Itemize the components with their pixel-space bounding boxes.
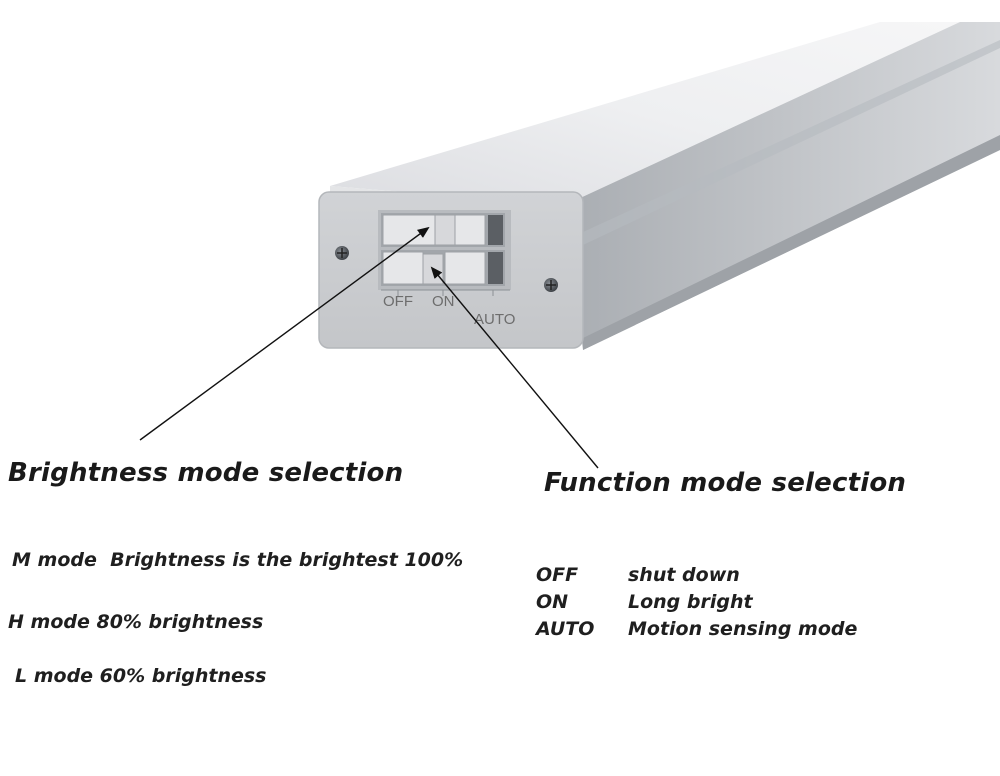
brightness-mode-l: L mode 60% brightness — [15, 665, 267, 687]
function-desc-on: Long bright — [628, 591, 753, 613]
screw-left-icon — [335, 246, 349, 260]
function-title: Function mode selection — [544, 468, 907, 498]
brightness-pointer-arrow — [139, 226, 430, 441]
switch-scale — [381, 289, 510, 296]
function-mode-on: ON Long bright — [536, 591, 753, 613]
function-switch[interactable] — [381, 213, 505, 247]
function-key-on: ON — [536, 591, 569, 613]
function-mode-off: OFF shut down — [536, 564, 740, 586]
light-bar-body — [330, 22, 1000, 350]
switch-label-on: ON — [432, 293, 455, 310]
switch-label-off: OFF — [383, 293, 413, 310]
function-pointer-arrow — [430, 266, 599, 469]
brightness-mode-h: H mode 80% brightness — [8, 611, 264, 633]
function-mode-auto: AUTO Motion sensing mode — [536, 618, 857, 640]
brightness-mode-m: M mode Brightness is the brightest 100% — [12, 549, 464, 571]
function-desc-off: shut down — [628, 564, 740, 586]
brightness-title: Brightness mode selection — [8, 458, 404, 488]
function-desc-auto: Motion sensing mode — [628, 618, 858, 640]
function-key-auto: AUTO — [536, 618, 595, 640]
switch-label-auto: AUTO — [474, 311, 515, 328]
screw-right-icon — [544, 278, 558, 292]
function-key-off: OFF — [536, 564, 579, 586]
